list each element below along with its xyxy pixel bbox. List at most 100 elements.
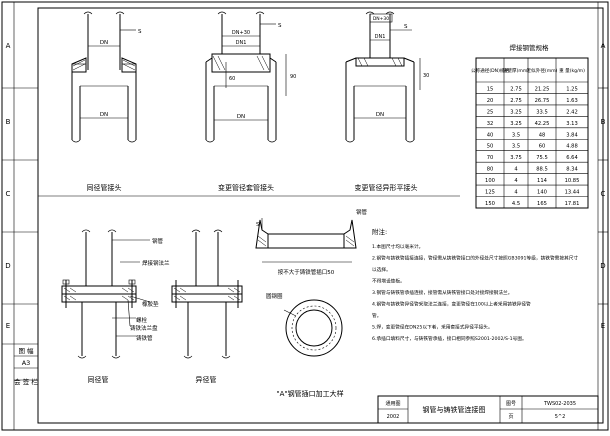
detail-reducer-joint: DN+30 DN1 DN S 30 变更管径异形平接头: [345, 11, 429, 192]
table-cell: 2.75: [510, 86, 522, 92]
drawing-number: TWS02-2035: [543, 401, 576, 407]
label-rubber: 橡胶垫: [142, 300, 159, 308]
table-cell: 20: [487, 98, 494, 104]
table-cell: 1.63: [566, 98, 578, 104]
table-cell: 4.88: [566, 144, 578, 150]
ring-label-bar: 圆钢圈: [266, 292, 283, 300]
table-cell: 1.25: [566, 86, 578, 92]
inner-frame: [37, 7, 604, 424]
table-cell: 13.44: [565, 190, 581, 196]
table-cell: 3.25: [510, 121, 522, 127]
row-label-e-right: E: [601, 322, 605, 330]
ring-detail: S 钢管 按不大于铸铁管插口50 圆钢圈 "A"钢管插口加工大样: [255, 208, 368, 398]
table-cell: 60: [539, 144, 546, 150]
d1-dim-dn-bottom: DN: [100, 112, 108, 118]
table-cell: 4: [514, 167, 518, 173]
title-block: 通用图 2002 钢管与铸铁管连接图 图号 TWS02-2035 页 5^2: [377, 395, 599, 424]
table-cell: 70: [487, 155, 494, 161]
row-label-c: C: [6, 190, 11, 198]
note-line: 4.钢管与铸铁管异径管采取法兰连接，变更管径在100以上者采用铸铁异径管: [372, 301, 531, 308]
flange-reducer-title: 异径管: [196, 375, 217, 384]
table-cell: 3.5: [512, 144, 520, 150]
label-cast-iron: 铸铁管: [136, 334, 153, 342]
table-cell: 50: [487, 144, 494, 150]
d3-dim-dn1: DN1: [375, 34, 386, 40]
table-cell: 33.5: [536, 109, 548, 115]
row-label-c-right: C: [601, 190, 606, 198]
table-cell: 4.5: [512, 201, 520, 207]
d1-dim-dn-top: DN: [100, 40, 108, 46]
table-cell: 88.5: [536, 167, 548, 173]
d2-title: 变更管径套管接头: [218, 183, 274, 192]
note-line: 不得增设垫板。: [372, 278, 405, 285]
flange-reducer: 异径管: [171, 229, 243, 384]
table-header-od: 近似外径(mm): [527, 67, 558, 74]
d2-dim-90: 90: [290, 74, 296, 80]
title-year: 2002: [387, 414, 400, 420]
pipe-spec-table: 焊接钢管规格 公称通径(DN)规格 管壁厚(mm) 近似外径(mm) 重 量(k…: [471, 43, 589, 209]
table-cell: 3.75: [510, 155, 522, 161]
table-cell: 114: [537, 178, 548, 184]
table-cell: 3.13: [566, 121, 578, 127]
table-cell: 100: [485, 178, 495, 184]
page-number: 5^2: [555, 414, 566, 420]
table-cell: 4: [514, 190, 518, 196]
title-label-drawing-no: 图号: [506, 401, 516, 407]
ring-label-pipe: 钢管: [356, 208, 368, 216]
label-bolt: 螺栓: [136, 316, 148, 324]
table-header-row: 公称通径(DN)规格 管壁厚(mm) 近似外径(mm) 重 量(kg/m): [471, 67, 585, 74]
table-header-weight: 重 量(kg/m): [559, 67, 585, 74]
table-header-dn: 公称通径(DN)规格: [471, 67, 510, 74]
table-cell: 26.75: [535, 98, 550, 104]
table-cell: 25: [487, 109, 494, 115]
title-label-page: 页: [508, 414, 513, 420]
d2-dim-dn1: DN1: [236, 40, 247, 46]
flange-equal: 同径管: [61, 229, 137, 384]
title-label-standard: 通用图: [385, 400, 400, 407]
left-label-a3: A3: [22, 359, 31, 367]
table-cell: 125: [485, 190, 495, 196]
notes-block: 附注: 1.本图尺寸均以毫米计。 2.钢管与铸铁管插接连接，管径需从铸铁管接口的外…: [372, 227, 578, 342]
note-line: 5.焊，变更管径在DN25以下者，采用套接式异径平接头。: [372, 324, 493, 331]
note-line: 以选择。: [372, 266, 391, 273]
note-line: 1.本图尺寸均以毫米计。: [372, 243, 423, 250]
d2-dim-dn-minus: DN+30: [232, 30, 250, 36]
table-title: 焊接钢管规格: [510, 43, 550, 52]
table-cell: 4: [514, 178, 518, 184]
d2-dim-dn: DN: [237, 114, 245, 120]
row-label-a: A: [6, 42, 11, 50]
d3-dim-30: 30: [423, 73, 429, 79]
row-label-b: B: [6, 118, 11, 126]
detail-sleeve-joint: DN+30 DN1 DN S 90 60 变更管径套管接头: [205, 11, 296, 192]
table-cell: 48: [539, 132, 546, 138]
note-line: 3.钢管与铸铁管承插连接，接管需从铸铁管接口处对接焊接钢法兰。: [372, 289, 512, 296]
flange-labels: 钢管 焊接钢法兰 橡胶垫 螺栓 铸铁管 铸铁法兰盘: [112, 237, 170, 342]
table-cell: 2.42: [566, 109, 578, 115]
d3-dim-dn-plus: DN+30: [373, 16, 389, 22]
d2-dim-60: 60: [229, 76, 235, 82]
table-header-wall: 管壁厚(mm): [503, 67, 530, 74]
left-label-fusize: 图 幅: [18, 346, 34, 355]
table-cell: 32: [487, 121, 494, 127]
d1-title: 同径管接头: [87, 183, 122, 192]
d2-dim-s: S: [278, 23, 282, 29]
table-cell: 3.5: [512, 132, 520, 138]
table-cell: 21.25: [535, 86, 550, 92]
ring-dim-s: S: [256, 222, 260, 228]
ring-dim-note: 按不大于铸铁管插口50: [278, 268, 335, 276]
row-label-e: E: [6, 322, 10, 330]
table-cell: 165: [537, 201, 547, 207]
note-line: 2.钢管与铸铁管插接连接，管径需从铸铁管接口的外径处尺寸按照GB3091等级，铸…: [372, 255, 578, 262]
d3-dim-dn: DN: [376, 112, 384, 118]
ring-title: "A"钢管插口加工大样: [276, 389, 343, 398]
label-steel-pipe: 钢管: [152, 237, 164, 245]
table-cell: 80: [487, 167, 494, 173]
table-cell: 6.64: [566, 155, 578, 161]
table-cell: 3.25: [510, 109, 522, 115]
row-label-a-right: A: [601, 42, 606, 50]
notes-heading: 附注:: [372, 227, 387, 236]
